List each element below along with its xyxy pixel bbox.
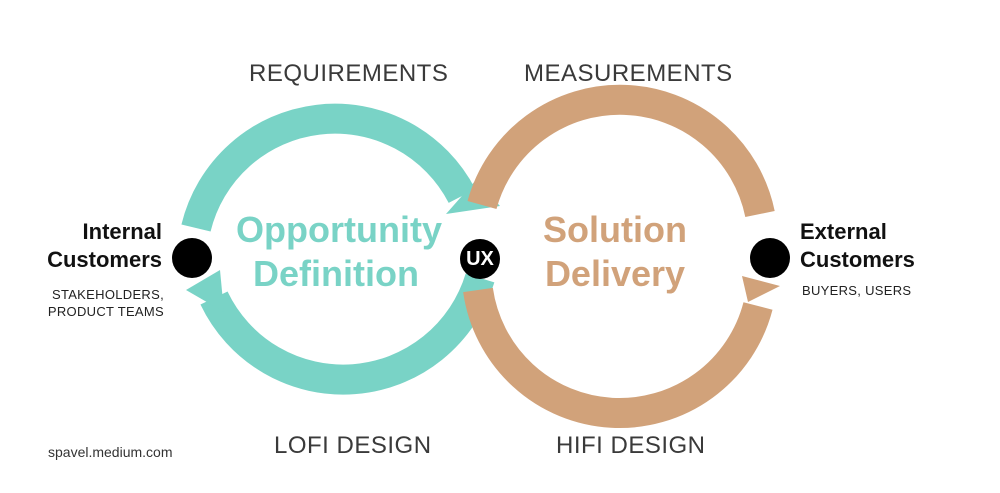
hifi-design-label: HIFI DESIGN (556, 432, 706, 459)
external-customers-line2: Customers (800, 247, 915, 272)
ux-node-label: UX (466, 248, 494, 270)
external-customers: External Customers (800, 218, 915, 274)
internal-customers-sub1: STAKEHOLDERS, (51, 287, 164, 302)
internal-customers-subtitle: STAKEHOLDERS, PRODUCT TEAMS (44, 286, 164, 320)
right-loop-bottom-arrowhead (742, 276, 780, 302)
opportunity-definition-title: Opportunity Definition (236, 208, 442, 296)
solution-delivery-title: Solution Delivery (530, 208, 700, 296)
right-loop-top-arc (467, 84, 775, 218)
opportunity-title-line1: Opportunity (236, 209, 442, 250)
internal-customers: Internal Customers (46, 218, 162, 274)
solution-title-line1: Solution (543, 209, 687, 250)
internal-customers-node (172, 238, 212, 278)
opportunity-title-line2: Definition (253, 253, 419, 294)
left-loop-top-arc (181, 103, 476, 232)
external-customers-line1: External (800, 219, 887, 244)
left-loop-bottom-arc (200, 273, 495, 395)
ux-node (460, 239, 500, 279)
external-customers-subtitle: BUYERS, USERS (802, 283, 912, 298)
solution-title-line2: Delivery (544, 253, 686, 294)
internal-customers-sub2: PRODUCT TEAMS (47, 304, 164, 319)
lofi-design-label: LOFI DESIGN (274, 432, 432, 459)
requirements-label: REQUIREMENTS (249, 60, 449, 87)
internal-customers-line2: Customers (47, 247, 162, 272)
right-loop-bottom-arc (463, 287, 773, 429)
credit-text: spavel.medium.com (48, 444, 173, 460)
left-loop-bottom-arrowhead (186, 270, 224, 312)
external-customers-node (750, 238, 790, 278)
internal-customers-line1: Internal (82, 219, 162, 244)
measurements-label: MEASUREMENTS (524, 60, 733, 87)
right-loop (463, 84, 780, 429)
